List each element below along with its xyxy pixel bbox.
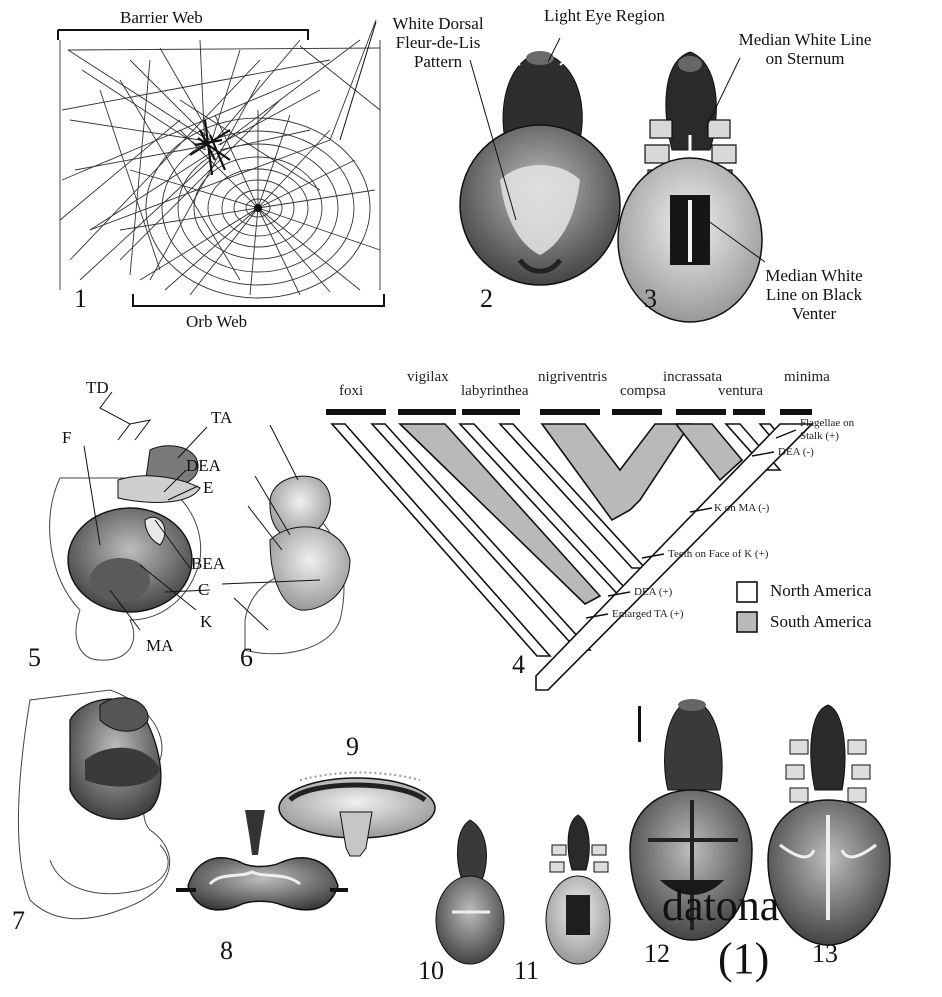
- legend-north-america: North America: [770, 582, 872, 599]
- legend-north-america-swatch: [737, 582, 757, 602]
- figure-number-1: 1: [74, 286, 87, 312]
- branch-vigilax-outer: [372, 424, 590, 650]
- barrier-web-label: Barrier Web: [120, 8, 203, 27]
- branch-nigriventris-compsa: [542, 424, 690, 520]
- taxon-ventura: ventura: [718, 384, 763, 399]
- taxon-incrassata: incrassata: [663, 370, 722, 385]
- small-spider-11: [546, 815, 610, 964]
- taxon-compsa: compsa: [620, 384, 666, 399]
- palp-label-ta: TA: [211, 408, 232, 427]
- taxon-labyrinthea: labyrinthea: [461, 384, 528, 399]
- venter-line-label: Median White Line on Black Venter: [752, 266, 876, 323]
- dorsal-pattern-label: White Dorsal Fleur-de-Lis Pattern: [378, 14, 498, 71]
- figure-number-5: 5: [28, 645, 41, 671]
- branch-incrassata: [676, 424, 742, 480]
- figure-number-4: 4: [512, 652, 525, 678]
- char-teeth-k: Teeth on Face of K (+): [668, 549, 768, 560]
- web-illustration: [58, 20, 384, 306]
- palp-7-illustration: [18, 690, 169, 919]
- palp-label-td: TD: [86, 378, 109, 397]
- barrier-web-bracket: [58, 30, 308, 40]
- sternum-line-label: Median White Line on Sternum: [730, 30, 880, 68]
- figure-number-2: 2: [480, 286, 493, 312]
- palp-label-c: C: [198, 580, 209, 599]
- eye-region-label: Light Eye Region: [544, 6, 665, 25]
- figure-number-6: 6: [240, 645, 253, 671]
- web-callout-line: [340, 22, 376, 140]
- species-count: (1): [718, 937, 769, 981]
- spider-ventral-illustration: [618, 52, 765, 322]
- taxon-foxi: foxi: [339, 384, 363, 399]
- palp-label-ma: MA: [146, 636, 173, 655]
- palp-label-k: K: [200, 612, 212, 631]
- spider-dorsal-illustration: [460, 38, 620, 285]
- char-dea-plus: DEA (+): [634, 587, 672, 598]
- orb-web-bracket: [133, 294, 384, 306]
- palp-label-bea: BEA: [191, 554, 225, 573]
- taxon-vigilax: vigilax: [407, 370, 449, 385]
- legend-south-america: South America: [770, 613, 872, 630]
- taxon-minima: minima: [784, 370, 830, 385]
- char-enlarged-ta: Enlarged TA (+): [612, 609, 684, 620]
- char-dea-minus: DEA (-): [778, 447, 814, 458]
- species-name: datona: [662, 884, 779, 928]
- figure-number-7: 7: [12, 908, 25, 934]
- char-k-on-ma: K on MA (-): [714, 503, 769, 514]
- palp-label-f: F: [62, 428, 71, 447]
- epigynum-9-illustration: [279, 773, 435, 857]
- palp-label-e: E: [203, 478, 213, 497]
- small-spider-10: [436, 820, 504, 964]
- orb-web-label: Orb Web: [186, 312, 247, 331]
- figure-number-8: 8: [220, 938, 233, 964]
- datona-ventral-13: [768, 705, 890, 945]
- figure-number-3: 3: [644, 286, 657, 312]
- char-flagellae: Flagellae on Stalk (+): [800, 417, 870, 442]
- scale-bar: [638, 706, 641, 742]
- taxon-nigriventris: nigriventris: [538, 370, 607, 385]
- figure-number-12: 12: [644, 941, 670, 967]
- figure-number-13: 13: [812, 941, 838, 967]
- figure-number-9: 9: [346, 734, 359, 760]
- palp-label-dea: DEA: [186, 456, 221, 475]
- figure-number-11: 11: [514, 958, 539, 984]
- figure-number-10: 10: [418, 958, 444, 984]
- legend-south-america-swatch: [737, 612, 757, 632]
